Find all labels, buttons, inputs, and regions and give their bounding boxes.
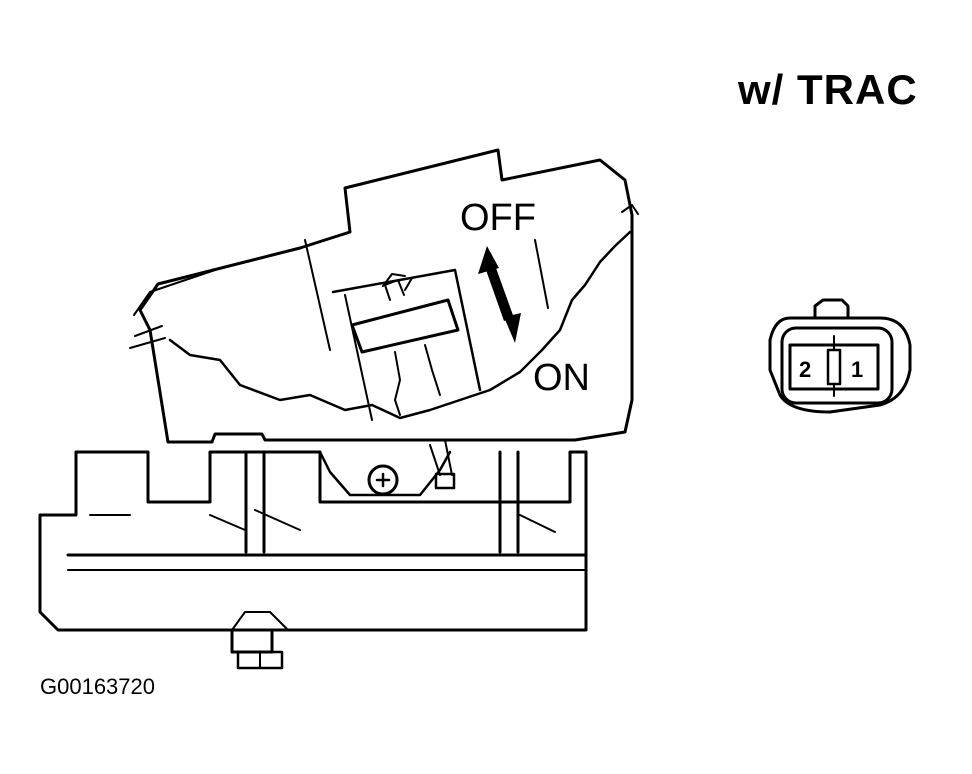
connector-pin-2: 2 — [799, 357, 811, 382]
switch-direction-arrow — [478, 246, 521, 343]
on-label: ON — [533, 357, 590, 399]
diagram-heading: w/ TRAC — [738, 66, 918, 113]
figure-id: G00163720 — [40, 674, 155, 699]
trac-connector — [768, 298, 912, 414]
connector-pin-1: 1 — [851, 357, 863, 382]
off-label: OFF — [460, 197, 536, 239]
fluid-reservoir — [129, 148, 639, 444]
master-cylinder — [38, 439, 588, 670]
